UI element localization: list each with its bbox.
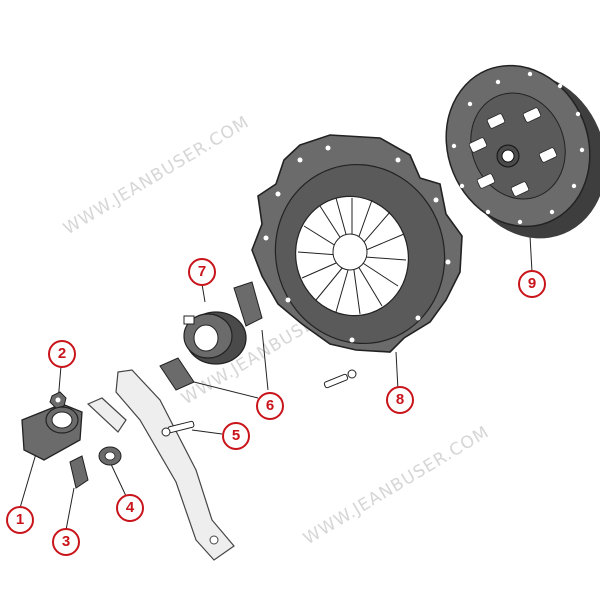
fork-clip (69, 455, 89, 489)
fork-bolt (161, 420, 195, 437)
callout-8[interactable]: 8 (386, 386, 414, 414)
small-bolt (323, 369, 357, 389)
callout-9[interactable]: 9 (518, 270, 546, 298)
callout-6[interactable]: 6 (256, 392, 284, 420)
guide-tube (21, 403, 83, 461)
bushing (98, 446, 122, 466)
release-bearing (183, 311, 247, 365)
pressure-plate (251, 134, 463, 353)
callout-1[interactable]: 1 (6, 506, 34, 534)
release-fork (86, 369, 235, 561)
callout-3[interactable]: 3 (52, 528, 80, 556)
callout-7[interactable]: 7 (188, 258, 216, 286)
callout-5[interactable]: 5 (222, 422, 250, 450)
callout-2[interactable]: 2 (48, 340, 76, 368)
clutch-disc (445, 64, 600, 239)
retaining-clips (159, 281, 263, 391)
callout-4[interactable]: 4 (116, 494, 144, 522)
nut (49, 391, 67, 409)
